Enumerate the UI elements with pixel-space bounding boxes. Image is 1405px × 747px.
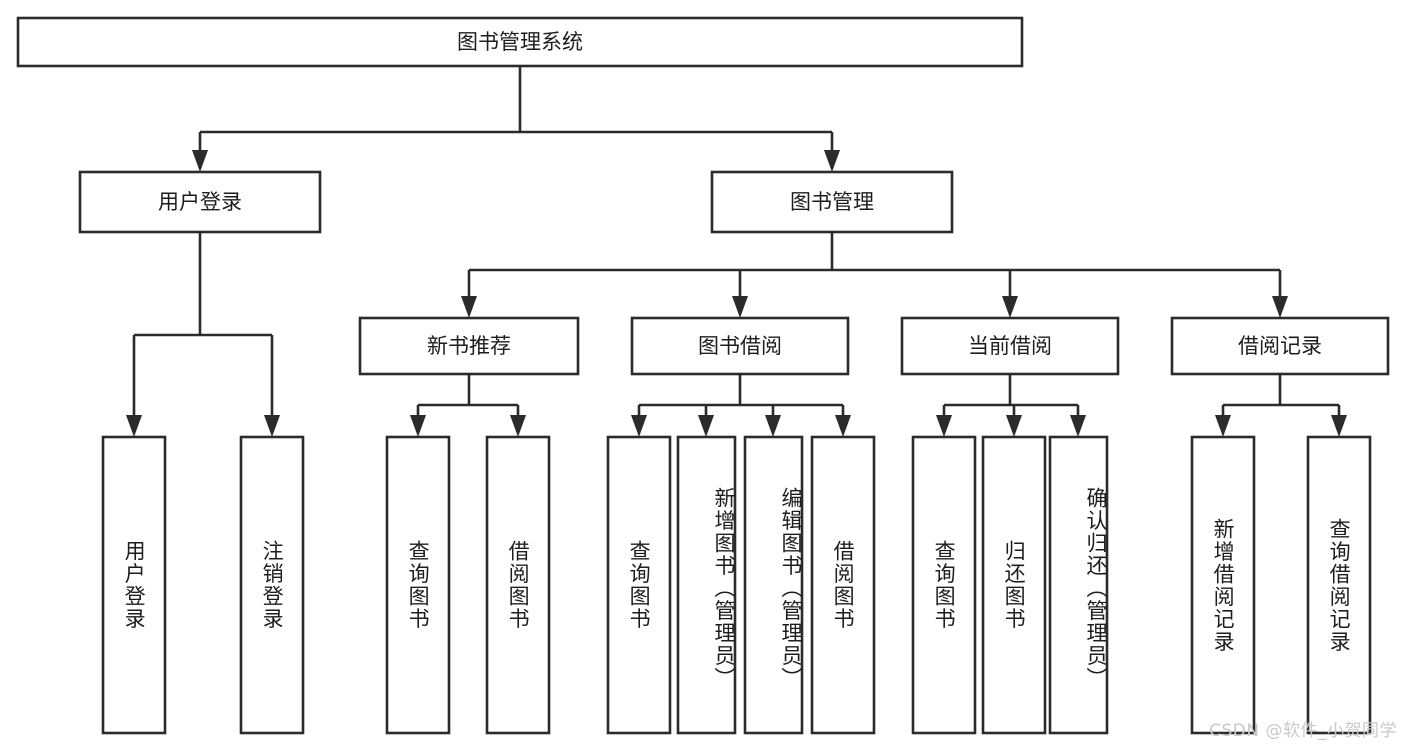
arrow-head-recommend-child-2 bbox=[510, 415, 526, 437]
node-current-confirm-return-box[interactable] bbox=[1048, 435, 1109, 735]
node-borrow-query-book-box[interactable] bbox=[606, 435, 672, 735]
connector-current-borrow-children bbox=[936, 374, 1086, 437]
node-borrow-edit-book-box[interactable] bbox=[743, 435, 804, 735]
arrow-head-current-child-1 bbox=[936, 415, 952, 437]
arrow-head-user-login bbox=[192, 150, 208, 172]
arrow-head-current-borrow bbox=[1002, 296, 1018, 318]
node-recommend-query-book-box[interactable] bbox=[385, 435, 451, 735]
arrow-head-current-child-3 bbox=[1070, 415, 1086, 437]
arrow-head-user-login-child-1 bbox=[126, 415, 142, 437]
arrow-head-current-child-2 bbox=[1006, 415, 1022, 437]
arrow-head-record-child-1 bbox=[1215, 415, 1231, 437]
connector-new-book-recommend-children bbox=[410, 374, 526, 437]
node-user-login[interactable]: 用户登录 bbox=[78, 170, 322, 234]
node-new-book-recommend-box[interactable] bbox=[358, 316, 580, 376]
arrow-head-borrow-child-1 bbox=[631, 415, 647, 437]
arrow-head-new-book-recommend bbox=[461, 296, 477, 318]
node-current-query-book-box[interactable] bbox=[911, 435, 977, 735]
node-book-manage-box[interactable] bbox=[710, 170, 954, 234]
node-borrow-borrow-book-box[interactable] bbox=[810, 435, 876, 735]
node-user-login-label: 用户登录 bbox=[158, 190, 242, 214]
connector-user-login-children bbox=[126, 232, 280, 437]
leaf-boxes bbox=[101, 435, 1372, 735]
node-current-borrow-box[interactable] bbox=[900, 316, 1120, 376]
node-borrow-record[interactable]: 借阅记录 bbox=[1170, 316, 1390, 376]
arrow-head-book-manage bbox=[824, 150, 840, 172]
node-book-borrow[interactable]: 图书借阅 bbox=[630, 316, 850, 376]
node-borrow-record-label: 借阅记录 bbox=[1238, 334, 1322, 358]
node-current-borrow[interactable]: 当前借阅 bbox=[900, 316, 1120, 376]
arrow-head-borrow-child-3 bbox=[765, 415, 781, 437]
connector-root-to-level1 bbox=[192, 66, 840, 172]
node-book-manage[interactable]: 图书管理 bbox=[710, 170, 954, 234]
node-book-borrow-box[interactable] bbox=[630, 316, 850, 376]
node-current-return-book-box[interactable] bbox=[981, 435, 1047, 735]
arrow-head-borrow-child-2 bbox=[698, 415, 714, 437]
node-new-book-recommend-label: 新书推荐 bbox=[427, 334, 511, 358]
arrow-head-user-login-child-2 bbox=[264, 415, 280, 437]
node-root-label: 图书管理系统 bbox=[457, 30, 583, 54]
connector-book-manage-children bbox=[461, 232, 1288, 318]
node-record-add-box[interactable] bbox=[1190, 435, 1256, 735]
node-new-book-recommend[interactable]: 新书推荐 bbox=[358, 316, 580, 376]
arrow-head-borrow-child-4 bbox=[835, 415, 851, 437]
node-record-query-box[interactable] bbox=[1306, 435, 1372, 735]
csdn-watermark: CSDN @软件_小贺同学 bbox=[1209, 721, 1397, 741]
arrow-head-record-child-2 bbox=[1331, 415, 1347, 437]
node-root[interactable]: 图书管理系统 bbox=[16, 16, 1024, 68]
node-book-manage-label: 图书管理 bbox=[790, 190, 874, 214]
node-borrow-record-box[interactable] bbox=[1170, 316, 1390, 376]
arrow-head-recommend-child-1 bbox=[410, 415, 426, 437]
node-recommend-borrow-book-box[interactable] bbox=[485, 435, 551, 735]
node-borrow-add-book-box[interactable] bbox=[676, 435, 737, 735]
node-root-box[interactable] bbox=[16, 16, 1024, 68]
arrow-head-borrow-record bbox=[1272, 296, 1288, 318]
connector-book-borrow-children bbox=[631, 374, 851, 437]
node-user-login-logout-box[interactable] bbox=[239, 435, 305, 735]
node-current-borrow-label: 当前借阅 bbox=[968, 334, 1052, 358]
connector-borrow-record-children bbox=[1215, 374, 1347, 437]
node-user-login-login-box[interactable] bbox=[101, 435, 167, 735]
arrow-head-book-borrow bbox=[732, 296, 748, 318]
node-book-borrow-label: 图书借阅 bbox=[698, 334, 782, 358]
